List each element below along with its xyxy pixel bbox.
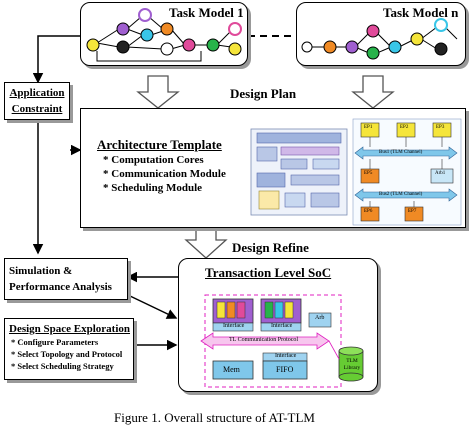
pe-ep6-box (360, 206, 380, 222)
tlm-library-cylinder (338, 346, 364, 382)
task-node-1-9 (206, 38, 220, 52)
pe-arb1-label: Arb1 (435, 171, 446, 176)
design-plan-label: Design Plan (230, 86, 297, 101)
task-node-n-7 (410, 32, 424, 46)
design-refine-label: Design Refine (232, 240, 309, 255)
pe-ep3-label: EP3 (436, 125, 445, 130)
task-node-n-6 (388, 40, 402, 54)
task-model-1-box: Task Model 1 (80, 2, 248, 66)
pe-arb1-box (430, 168, 454, 184)
dse-box: Design Space Exploration * Configure Par… (4, 318, 134, 380)
bus2-arrow (354, 188, 458, 202)
soc-interface-right: Interface (271, 323, 293, 329)
soc-mem-label: Mem (223, 365, 240, 374)
architecture-item-communication: * Communication Module (103, 168, 226, 180)
pe-ep7-label: EP7 (408, 209, 417, 214)
simulation-to-dse-arrow (129, 295, 178, 319)
task-node-1-10 (228, 22, 242, 36)
soc-protocol-label: TL Communication Protocol (229, 337, 299, 343)
architecture-template-box: Architecture Template * Computation Core… (80, 108, 466, 228)
soc-fifo-box (262, 360, 308, 380)
pe-ep2-label: EP2 (400, 125, 409, 130)
tl-soc-box: Transaction Level SoC Interface Interfac… (178, 258, 378, 392)
task-node-n-2 (323, 40, 337, 54)
architecture-template-title: Architecture Template (97, 137, 222, 152)
dse-title: Design Space Exploration (9, 323, 131, 335)
simulation-box: Simulation & Performance Analysis (4, 258, 128, 300)
task-to-constraint-arrow (32, 35, 80, 84)
task-node-n-1 (301, 41, 313, 53)
task-node-1-1 (86, 38, 100, 52)
pe-ep5-box (360, 168, 380, 184)
soc-interface-lower: Interface (275, 353, 297, 359)
pe-ep1-label: EP1 (364, 125, 373, 130)
dse-item-topology: * Select Topology and Protocol (11, 349, 123, 359)
task-node-n-9 (434, 42, 448, 56)
bus2-label: Bus2 (TLM Channel) (379, 192, 423, 197)
task-node-n-4 (366, 24, 380, 38)
task-model-1-title: Task Model 1 (169, 5, 244, 20)
tl-soc-title: Transaction Level SoC (205, 265, 332, 280)
bus1-arrow (354, 146, 458, 160)
soc-arb-box (308, 312, 332, 328)
task-node-n-5 (366, 46, 380, 60)
simulation-line1: Simulation & (9, 265, 73, 277)
task-node-1-2 (116, 22, 130, 36)
soc-interface-left: Interface (223, 323, 245, 329)
design-plan-block-arrow-right (351, 75, 395, 109)
application-constraint-box: Application Constraint (4, 82, 70, 120)
soc-arb-label: Arb (315, 315, 325, 321)
tl-soc-diagram (200, 294, 364, 388)
soc-fifo-label: FIFO (276, 365, 294, 374)
bus1-label: Bus1 (TLM Channel) (379, 150, 423, 155)
task-node-n-3 (345, 40, 359, 54)
task-node-1-6 (160, 22, 174, 36)
task-node-1-4 (138, 8, 152, 22)
task-node-1-5 (140, 28, 154, 42)
task-model-n-box: Task Model n (296, 2, 466, 66)
application-constraint-line2: Constraint (11, 103, 63, 115)
tlm-library-label: TLM Library (343, 358, 361, 371)
dse-item-scheduling: * Select Scheduling Strategy (11, 361, 114, 371)
task-graph-1 (86, 8, 242, 62)
dse-item-parameters: * Configure Parameters (11, 337, 99, 347)
soc-mem-box (212, 360, 254, 380)
architecture-thumbnail (250, 118, 462, 226)
architecture-item-computation: * Computation Cores (103, 154, 204, 166)
task-node-n-8 (434, 18, 448, 32)
design-refine-block-arrow (184, 227, 228, 259)
task-node-1-8 (182, 38, 196, 52)
architecture-item-scheduling: * Scheduling Module (103, 182, 203, 194)
pe-ep5-label: EP5 (364, 171, 373, 176)
pe-ep6-label: EP6 (364, 209, 373, 214)
task-node-1-7 (160, 42, 174, 56)
design-plan-block-arrow-left (136, 75, 180, 109)
figure-caption: Figure 1. Overall structure of AT-TLM (114, 410, 315, 425)
pe-ep7-box (404, 206, 424, 222)
task-node-1-3 (116, 40, 130, 54)
task-model-n-title: Task Model n (383, 5, 459, 20)
simulation-line2: Performance Analysis (9, 281, 112, 293)
task-node-1-11 (228, 42, 242, 56)
task-graph-n (301, 18, 458, 60)
application-constraint-line1: Application (9, 87, 65, 99)
